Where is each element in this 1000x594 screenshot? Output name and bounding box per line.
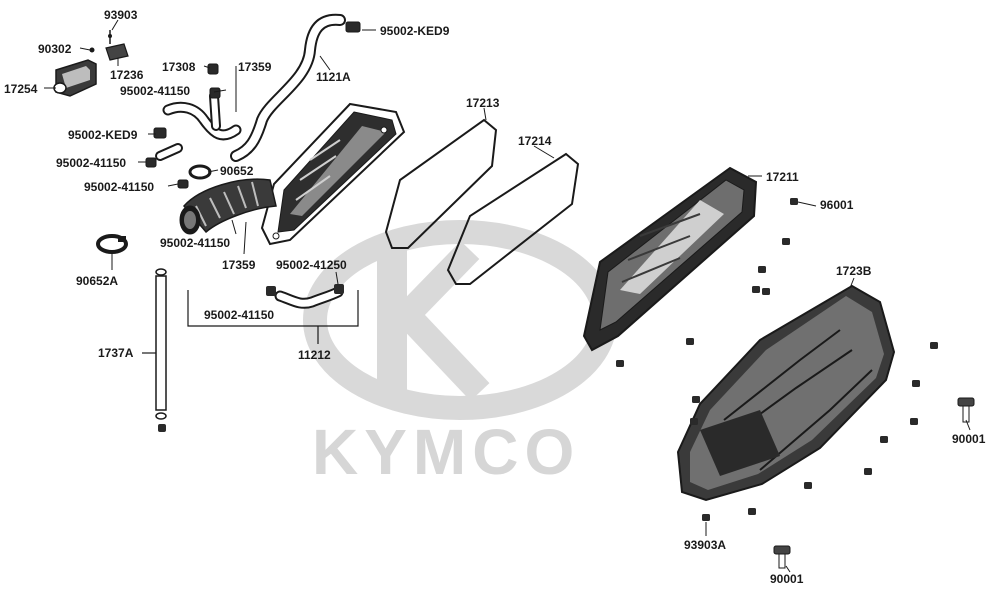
leader-lines	[44, 19, 971, 573]
label-17308: 17308	[162, 60, 196, 74]
label-17236: 17236	[110, 68, 144, 82]
label-17359-lower: 17359	[222, 258, 256, 272]
label-95002-41150-a: 95002-41150	[120, 84, 191, 98]
label-1723b: 1723B	[836, 264, 872, 278]
label-95002-41150-e: 95002-41150	[204, 308, 275, 322]
part-breather-box	[53, 59, 97, 97]
label-95002-ked9-b: 95002-KED9	[68, 128, 138, 142]
label-90001-lower: 90001	[770, 572, 804, 586]
part-drain-tube	[155, 268, 167, 432]
part-intake-duct	[179, 178, 277, 235]
label-93903a: 93903A	[684, 538, 727, 552]
label-17214: 17214	[518, 134, 552, 148]
label-95002-41150-c: 95002-41150	[84, 180, 155, 194]
part-hose-1121a	[155, 13, 346, 162]
part-hose-11212	[266, 284, 344, 309]
part-gasket-17213	[384, 118, 498, 249]
part-bolt-90001-lower	[773, 545, 791, 569]
label-95002-41250: 95002-41250	[276, 258, 347, 272]
label-90302: 90302	[38, 42, 72, 56]
label-17213: 17213	[466, 96, 500, 110]
label-95002-41150-b: 95002-41150	[56, 156, 127, 170]
label-17211: 17211	[766, 170, 799, 184]
part-bracket-17236	[89, 30, 129, 61]
part-clamp-90652a	[96, 234, 128, 254]
label-11212: 11212	[298, 348, 331, 362]
part-screws	[616, 198, 938, 521]
part-bolt-90001-upper	[957, 397, 975, 423]
label-1737a: 1737A	[98, 346, 134, 360]
label-17359-upper: 17359	[238, 60, 272, 74]
part-cover	[676, 284, 896, 502]
part-filter-element	[582, 166, 758, 352]
label-90001-upper: 90001	[952, 432, 986, 446]
label-17254: 17254	[4, 82, 38, 96]
label-95002-41150-d: 95002-41150	[160, 236, 231, 250]
part-air-cleaner-case	[260, 102, 406, 246]
label-1121a: 1121A	[316, 70, 351, 84]
label-93903: 93903	[104, 8, 138, 22]
label-96001: 96001	[820, 198, 854, 212]
part-clamps-upper	[145, 21, 361, 189]
label-95002-ked9-a: 95002-KED9	[380, 24, 450, 38]
label-90652: 90652	[220, 164, 254, 178]
part-gasket-17214	[446, 152, 580, 285]
label-90652a: 90652A	[76, 274, 119, 288]
watermark-brand: KYMCO	[312, 416, 581, 488]
